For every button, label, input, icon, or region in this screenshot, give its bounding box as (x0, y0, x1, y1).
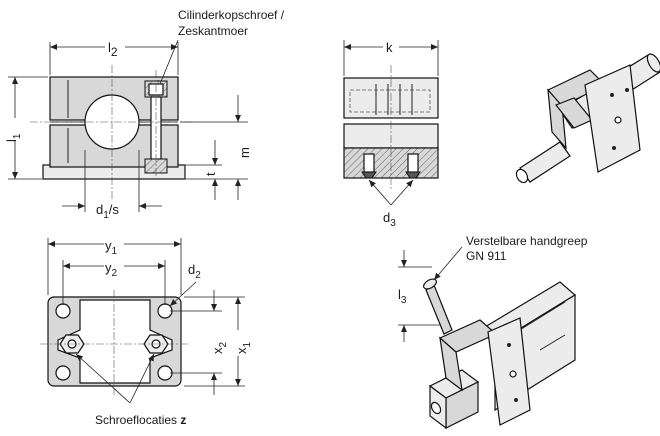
side-view: k d3 (343, 40, 439, 229)
dim-d2: d2 (188, 262, 201, 281)
iso2-plate (487, 317, 531, 426)
handle-label-model: GN 911 (466, 249, 507, 263)
dim-m: m (237, 147, 252, 158)
iso1-plate (584, 64, 641, 173)
dim-l1: l1 (4, 133, 23, 142)
cap-screw-label: Cilinderkopschroef / (178, 8, 285, 22)
isometric-view-shaft (515, 53, 660, 184)
dim-y2: y2 (105, 260, 118, 279)
dim-d1s: d1/s (96, 202, 119, 221)
dim-x2: x2 (210, 342, 229, 355)
front-view: l2 Cilinderkopschroef / Zeskantmoer l1 m… (4, 8, 285, 221)
isometric-view-handle: Verstelbare handgreep GN 911 l3 (398, 234, 588, 430)
screw-locations-label: Schroeflocaties z (95, 413, 186, 427)
dim-y1: y1 (105, 238, 118, 257)
dim-x1: x1 (234, 342, 253, 355)
dim-l2: l2 (108, 40, 118, 59)
top-view: y1 y2 d2 x2 x1 Schroeflocaties z (40, 238, 253, 427)
dim-t: t (203, 172, 218, 176)
dim-d3: d3 (383, 210, 396, 229)
adjustable-handle (425, 284, 453, 335)
hex-nut-label: Zeskantmoer (178, 24, 248, 38)
dim-l3: l3 (398, 287, 407, 306)
handle-label: Verstelbare handgreep (466, 234, 588, 248)
dim-k: k (386, 40, 393, 55)
